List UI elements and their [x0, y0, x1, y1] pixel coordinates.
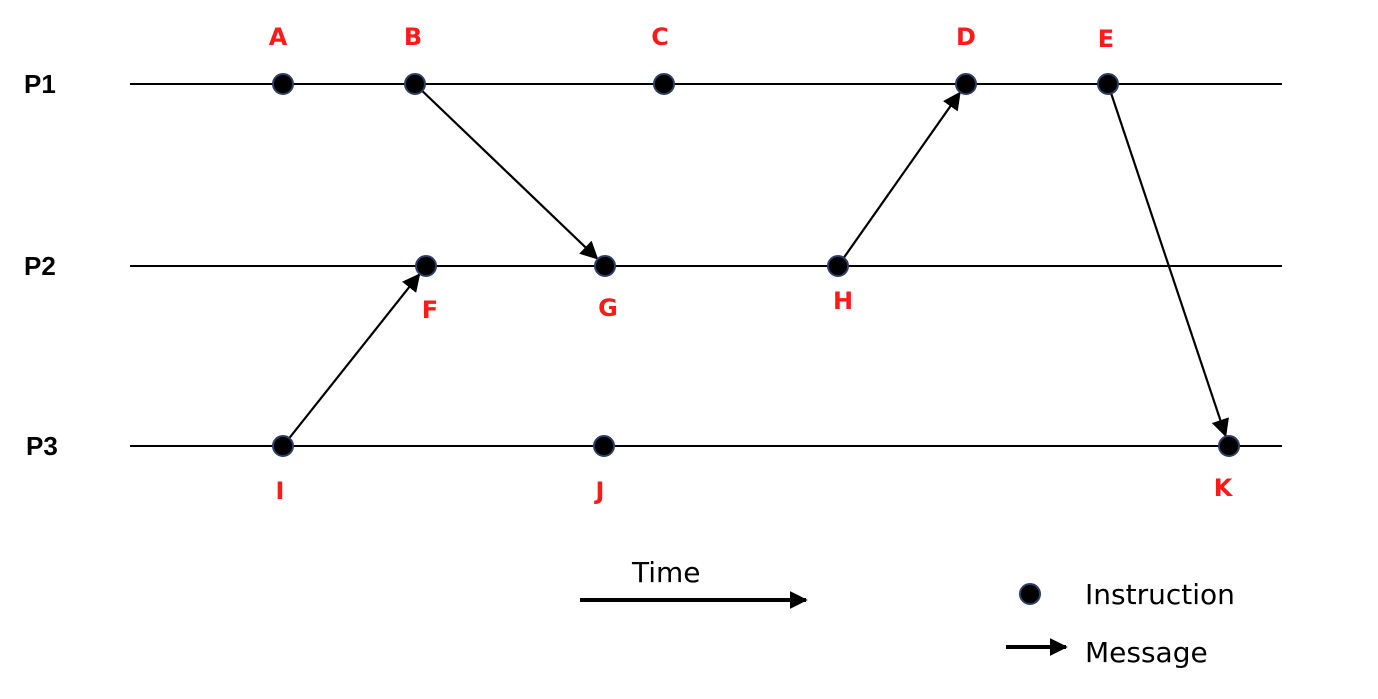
- event-label-i: I: [276, 477, 285, 505]
- event-label-f: F: [422, 296, 438, 324]
- event-e: [1097, 73, 1119, 95]
- event-label-h: H: [833, 287, 853, 315]
- process-timelines: [130, 83, 1282, 447]
- process-label-p2: P2: [24, 251, 56, 281]
- process-label-p3: P3: [26, 431, 58, 461]
- message-arrow-h-to-d: [837, 91, 961, 267]
- event-label-e: E: [1098, 25, 1114, 53]
- message-arrow-b-to-g: [414, 83, 599, 260]
- process-label-p1: P1: [24, 69, 56, 99]
- event-h: [827, 255, 849, 277]
- message-arrow-i-to-f: [282, 273, 421, 447]
- message-arrows: [282, 83, 1229, 447]
- event-f: [415, 255, 437, 277]
- legend: Time Instruction Message: [580, 556, 1235, 669]
- message-arrow-e-to-k: [1106, 83, 1229, 438]
- event-label-b: B: [404, 23, 422, 51]
- event-d: [955, 73, 977, 95]
- instruction-legend-dot: [1019, 583, 1041, 605]
- instruction-events: [272, 73, 1240, 457]
- event-label-k: K: [1214, 474, 1234, 502]
- time-label: Time: [631, 556, 701, 589]
- event-label-g: G: [598, 294, 618, 322]
- event-label-d: D: [956, 23, 976, 51]
- message-legend-label: Message: [1085, 636, 1208, 669]
- event-label-a: A: [269, 23, 288, 51]
- event-j: [593, 435, 615, 457]
- instruction-legend-label: Instruction: [1085, 578, 1235, 611]
- event-a: [272, 73, 294, 95]
- event-b: [404, 73, 426, 95]
- event-g: [594, 255, 616, 277]
- event-c: [653, 73, 675, 95]
- event-labels: A B C D E F G H I J K: [269, 23, 1234, 505]
- event-label-j: J: [594, 477, 605, 505]
- event-k: [1218, 435, 1240, 457]
- event-label-c: C: [651, 23, 669, 51]
- event-i: [272, 435, 294, 457]
